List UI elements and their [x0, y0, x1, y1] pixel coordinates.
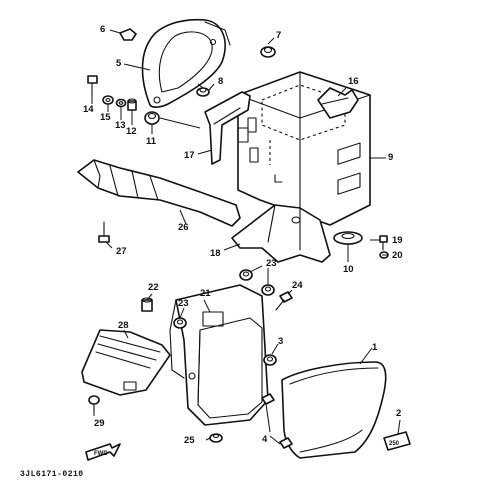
callout-numbers: 1 2 3 4 5 6 7 8 9 10 11 12 13 14 15 16 1…: [83, 24, 403, 446]
callout-19: 19: [392, 235, 403, 246]
callout-13: 13: [115, 120, 126, 131]
bolt-14: [87, 75, 98, 97]
callout-8: 8: [218, 76, 223, 87]
grommet-23-right: [239, 269, 275, 296]
callout-18: 18: [210, 248, 221, 259]
callout-6: 6: [100, 24, 105, 35]
callout-23-right: 23: [266, 258, 277, 269]
callout-24: 24: [292, 280, 303, 291]
callout-21: 21: [200, 288, 211, 299]
grommet-clip: [109, 28, 137, 41]
battery-band: [317, 87, 359, 119]
callout-11: 11: [146, 136, 157, 147]
holder-bracket: [204, 91, 251, 165]
callout-10: 10: [343, 264, 354, 275]
callout-14: 14: [83, 104, 94, 115]
callout-1: 1: [372, 342, 378, 353]
bolt-19: [379, 235, 388, 251]
leader-lines: [91, 63, 401, 445]
forward-arrow: FWD: [85, 443, 121, 461]
emblem-text: 250: [389, 441, 400, 447]
screw-27: [98, 221, 110, 243]
screw-29: [88, 395, 100, 413]
emblem-badge: 250: [383, 431, 411, 451]
washer-15: [102, 95, 114, 105]
inner-fender: [77, 159, 241, 227]
battery-tray: [231, 204, 331, 263]
damper-pad: [333, 231, 363, 262]
callout-12: 12: [126, 126, 137, 137]
grommet-3: [263, 354, 277, 366]
callout-4: 4: [262, 434, 268, 445]
callout-7: 7: [276, 30, 281, 41]
diagram-code: 3JL6171-0210: [20, 470, 84, 479]
damper-lower: [144, 111, 201, 134]
callout-3: 3: [278, 336, 283, 347]
callout-27: 27: [116, 246, 127, 257]
left-side-cover: [81, 329, 171, 396]
damper: [260, 37, 276, 58]
callout-20: 20: [392, 250, 403, 261]
callout-26: 26: [178, 222, 189, 233]
collar-12: [127, 98, 137, 111]
bolt-24: [275, 291, 293, 311]
collar: [196, 83, 215, 97]
air-filter-case: [169, 284, 269, 426]
callout-16: 16: [348, 76, 359, 87]
callout-23-left: 23: [178, 298, 189, 309]
fwd-label: FWD: [94, 451, 108, 457]
right-side-cover: [281, 361, 387, 459]
callout-9: 9: [388, 152, 393, 163]
callout-17: 17: [184, 150, 195, 161]
callout-29: 29: [94, 418, 105, 429]
grommet-25: [209, 433, 223, 443]
callout-5: 5: [116, 58, 122, 69]
callout-2: 2: [396, 408, 401, 419]
upper-side-cover: [141, 18, 231, 108]
grommet-23-left: [173, 317, 187, 329]
grommet-4: [261, 393, 293, 449]
callout-25: 25: [184, 435, 195, 446]
callout-15: 15: [100, 112, 111, 123]
washer-13: [115, 98, 127, 108]
callout-22: 22: [148, 282, 159, 293]
callout-28: 28: [118, 320, 129, 331]
